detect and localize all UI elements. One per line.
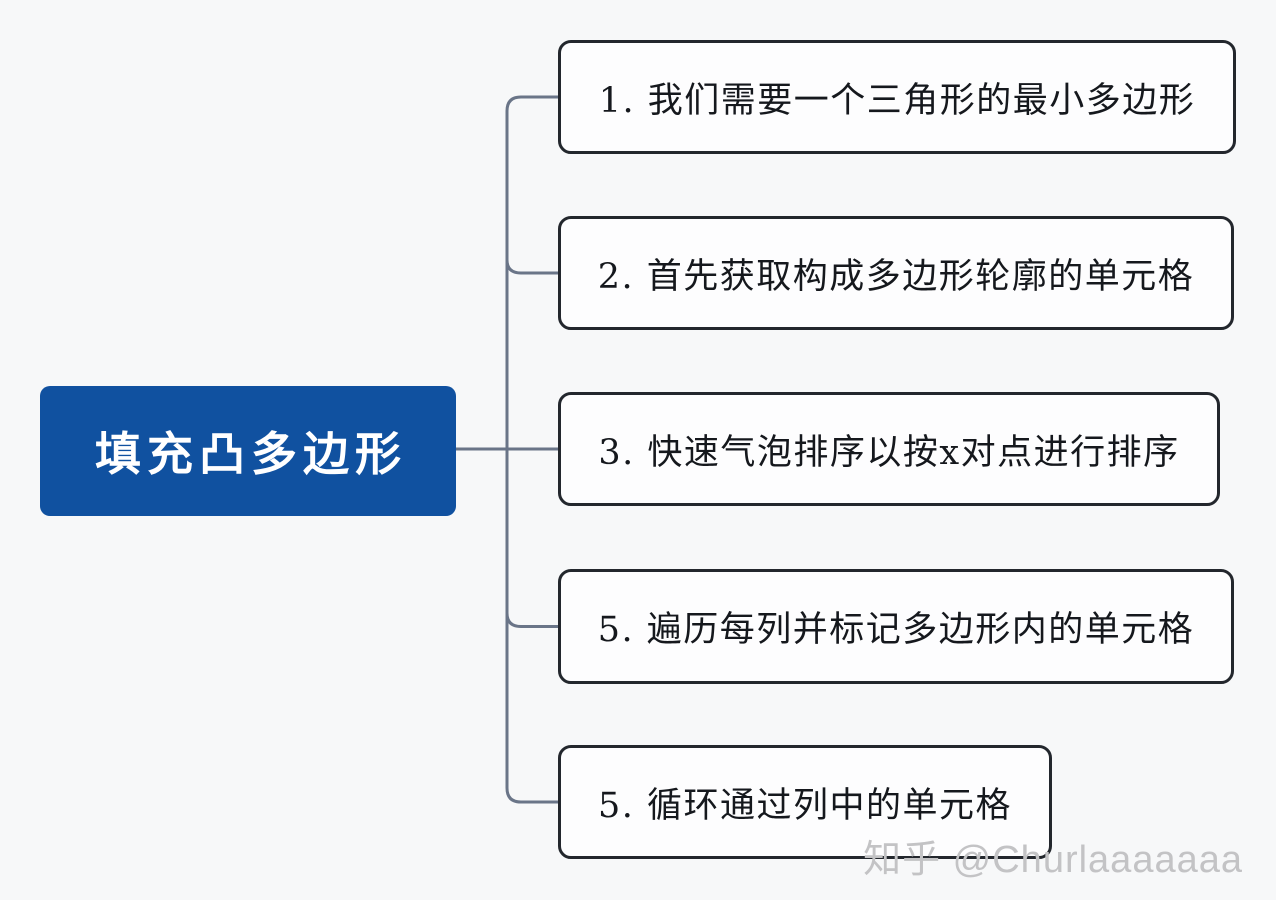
branch-node-5[interactable]: 5. 循环通过列中的单元格 — [558, 745, 1052, 859]
connector-spine — [505, 95, 558, 804]
root-node-label: 填充凸多边形 — [95, 428, 407, 480]
connector-branch-2 — [505, 259, 558, 275]
branch-node-3[interactable]: 3. 快速气泡排序以按x对点进行排序 — [558, 392, 1220, 506]
branch-node-4-label: 5. 遍历每列并标记多边形内的单元格 — [597, 610, 1195, 650]
branch-node-3-label: 3. 快速气泡排序以按x对点进行排序 — [598, 432, 1180, 473]
connector-branch-4 — [505, 612, 558, 628]
branch-node-4[interactable]: 5. 遍历每列并标记多边形内的单元格 — [558, 569, 1234, 684]
root-node[interactable]: 填充凸多边形 — [40, 386, 456, 516]
branch-node-1[interactable]: 1. 我们需要一个三角形的最小多边形 — [558, 40, 1236, 154]
branch-node-2-label: 2. 首先获取构成多边形轮廓的单元格 — [597, 256, 1195, 297]
branch-node-1-label: 1. 我们需要一个三角形的最小多边形 — [598, 80, 1196, 121]
branch-node-5-label: 5. 循环通过列中的单元格 — [597, 785, 1013, 826]
branch-node-2[interactable]: 2. 首先获取构成多边形轮廓的单元格 — [558, 216, 1234, 330]
watermark: 知乎 @Churlaaaaaaa — [863, 839, 1243, 881]
